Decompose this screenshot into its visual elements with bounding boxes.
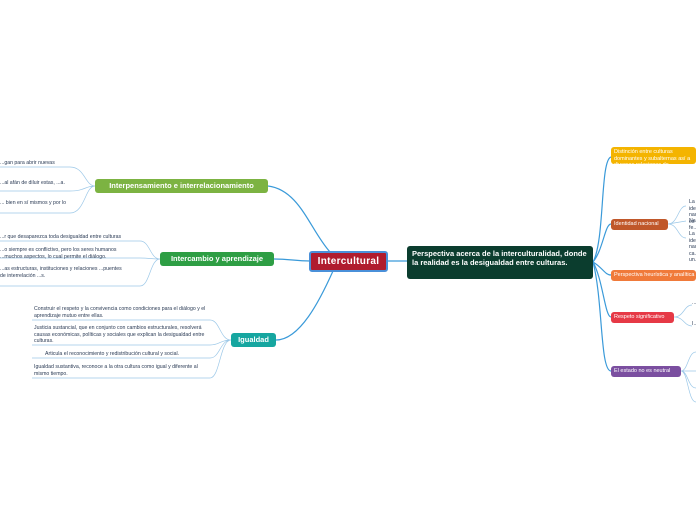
perspectiva-heuristica-node[interactable]: Perspectiva heurística y analítica [611, 270, 696, 281]
identidad-leaf: Na... [689, 218, 696, 224]
intercambio-leaf: ...o siempre es conflictivo, pero los se… [0, 247, 117, 260]
interpensamiento-leaf: ... bien en sí mismos y por lo [0, 200, 67, 206]
distincion-culturas-node[interactable]: Distinción entre culturas dominantes y s… [611, 147, 696, 164]
connector-identidad-leaves [667, 205, 687, 239]
interpensamiento-leaf: ...gan para abrir nuevas [0, 160, 55, 166]
connector-root-intercambio [273, 258, 311, 262]
intercambio-node[interactable]: Intercambio y aprendizaje [160, 252, 274, 266]
connector-respeto-leaves [673, 304, 693, 327]
identidad-leaf: La identidad nacional es fe... [689, 199, 696, 231]
identidad-nacional-node[interactable]: Identidad nacional [611, 219, 668, 230]
estado-no-neutral-node[interactable]: El estado no es neutral [611, 366, 681, 377]
connector-persp-identidad [592, 223, 612, 263]
intercambio-leaf: ...as estructuras, instituciones y relac… [0, 266, 122, 279]
connector-persp-distincion [592, 156, 612, 263]
igualdad-leaf: Construir el respeto y la convivencia co… [34, 306, 206, 319]
interpensamiento-leaf: ...al afán de diluir estas, ...a. [0, 180, 65, 186]
connector-persp-estado [592, 261, 612, 372]
identidad-leaf: La identidad nacional ca... un... [689, 231, 696, 263]
interpensamiento-node[interactable]: Interpensamiento e interrelacionamiento [95, 179, 268, 193]
igualdad-leaf: Justicia sustancial, que en conjunto con… [34, 325, 205, 344]
respeto-leaf: ... [692, 300, 696, 306]
connector-interpensamiento-leaves [0, 166, 96, 214]
intercambio-leaf: ...r que desaparezca toda desigualdad en… [0, 234, 122, 240]
connector-estado-leaves [680, 351, 696, 403]
perspectiva-node[interactable]: Perspectiva acerca de la interculturalid… [407, 246, 593, 279]
connector-igualdad-leaves [32, 319, 232, 379]
respeto-significativo-node[interactable]: Respeto significativo [611, 312, 674, 323]
respeto-leaf: I... [692, 321, 696, 327]
connector-root-interpensamiento [267, 185, 331, 253]
igualdad-leaf: Igualdad sustantiva, reconoce a la otra … [34, 364, 198, 377]
igualdad-leaf: Articula el reconocimiento y redistribuc… [45, 351, 180, 357]
connector-root-igualdad [275, 270, 334, 341]
connector-intercambio-leaves [0, 240, 161, 287]
connector-persp-heuristica [592, 261, 612, 276]
igualdad-node[interactable]: Igualdad [231, 333, 276, 347]
connector-persp-respeto [592, 261, 612, 318]
root-node[interactable]: Intercultural [309, 251, 388, 272]
